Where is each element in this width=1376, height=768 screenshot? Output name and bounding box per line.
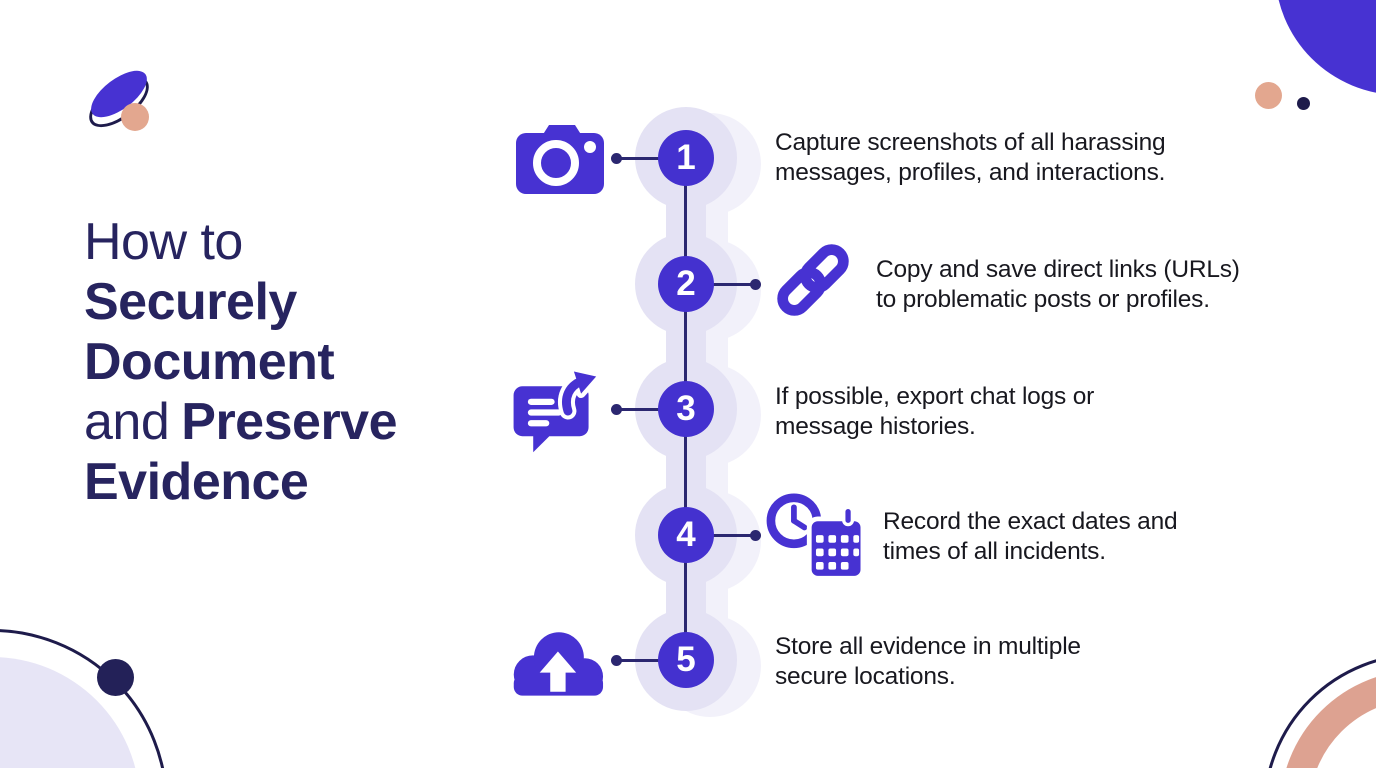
step-2-line-2: to problematic posts or profiles. (876, 285, 1210, 313)
step-4-description: Record the exact dates and times of all … (883, 507, 1178, 566)
step-2-number: 2 (676, 264, 696, 303)
step-3-line-1: If possible, export chat logs or (775, 383, 1095, 410)
step-3-line-2: message histories. (775, 412, 976, 440)
clock-calendar-icon (765, 492, 866, 589)
top-right-navy-dot-decoration (1297, 97, 1310, 110)
step-3-number: 3 (676, 389, 696, 428)
connector-line-5 (620, 659, 660, 662)
step-2-line-1: Copy and save direct links (URLs) (876, 256, 1240, 283)
camera-icon (514, 122, 606, 201)
connector-dot-2 (750, 279, 761, 290)
title-line-1: How to (84, 213, 243, 271)
step-1-number-circle: 1 (658, 130, 714, 186)
step-3-description: If possible, export chat logs or message… (775, 382, 1094, 441)
step-2-description: Copy and save direct links (URLs) to pro… (876, 255, 1240, 314)
chat-export-icon (510, 367, 610, 463)
step-4-number-circle: 4 (658, 507, 714, 563)
bottom-left-navy-circle-decoration (97, 659, 134, 696)
connector-line-3 (620, 408, 660, 411)
bottom-left-arc-decoration (0, 629, 168, 768)
step-5-line-2: secure locations. (775, 662, 956, 690)
step-4-number: 4 (676, 515, 696, 554)
step-1-number: 1 (676, 138, 696, 177)
connector-line-4 (712, 534, 752, 537)
step-1-description: Capture screenshots of all harassing mes… (775, 128, 1166, 187)
logo-peach-dot (121, 103, 149, 131)
top-right-purple-circle-decoration (1275, 0, 1376, 95)
title-line-2: Securely (84, 273, 297, 331)
link-icon (772, 238, 854, 327)
connector-dot-5 (611, 655, 622, 666)
step-5-number: 5 (676, 640, 696, 679)
title-line-4-bold: Preserve (181, 393, 398, 451)
step-4-line-2: times of all incidents. (883, 537, 1106, 565)
title-line-3: Document (84, 333, 335, 391)
step-1-line-2: messages, profiles, and interactions. (775, 158, 1166, 186)
step-5-number-circle: 5 (658, 632, 714, 688)
title-line-5: Evidence (84, 453, 309, 511)
step-2-number-circle: 2 (658, 256, 714, 312)
title-line-4-regular: and (84, 393, 170, 451)
connector-dot-1 (611, 153, 622, 164)
cloud-upload-icon (508, 628, 604, 703)
top-right-peach-dot-decoration (1255, 82, 1282, 109)
connector-line-1 (620, 157, 660, 160)
connector-dot-3 (611, 404, 622, 415)
connector-line-2 (712, 283, 752, 286)
step-4-line-1: Record the exact dates and (883, 508, 1178, 535)
step-3-number-circle: 3 (658, 381, 714, 437)
step-5-description: Store all evidence in multiple secure lo… (775, 632, 1081, 691)
step-1-line-1: Capture screenshots of all harassing (775, 129, 1166, 156)
step-5-line-1: Store all evidence in multiple (775, 633, 1081, 660)
connector-dot-4 (750, 530, 761, 541)
